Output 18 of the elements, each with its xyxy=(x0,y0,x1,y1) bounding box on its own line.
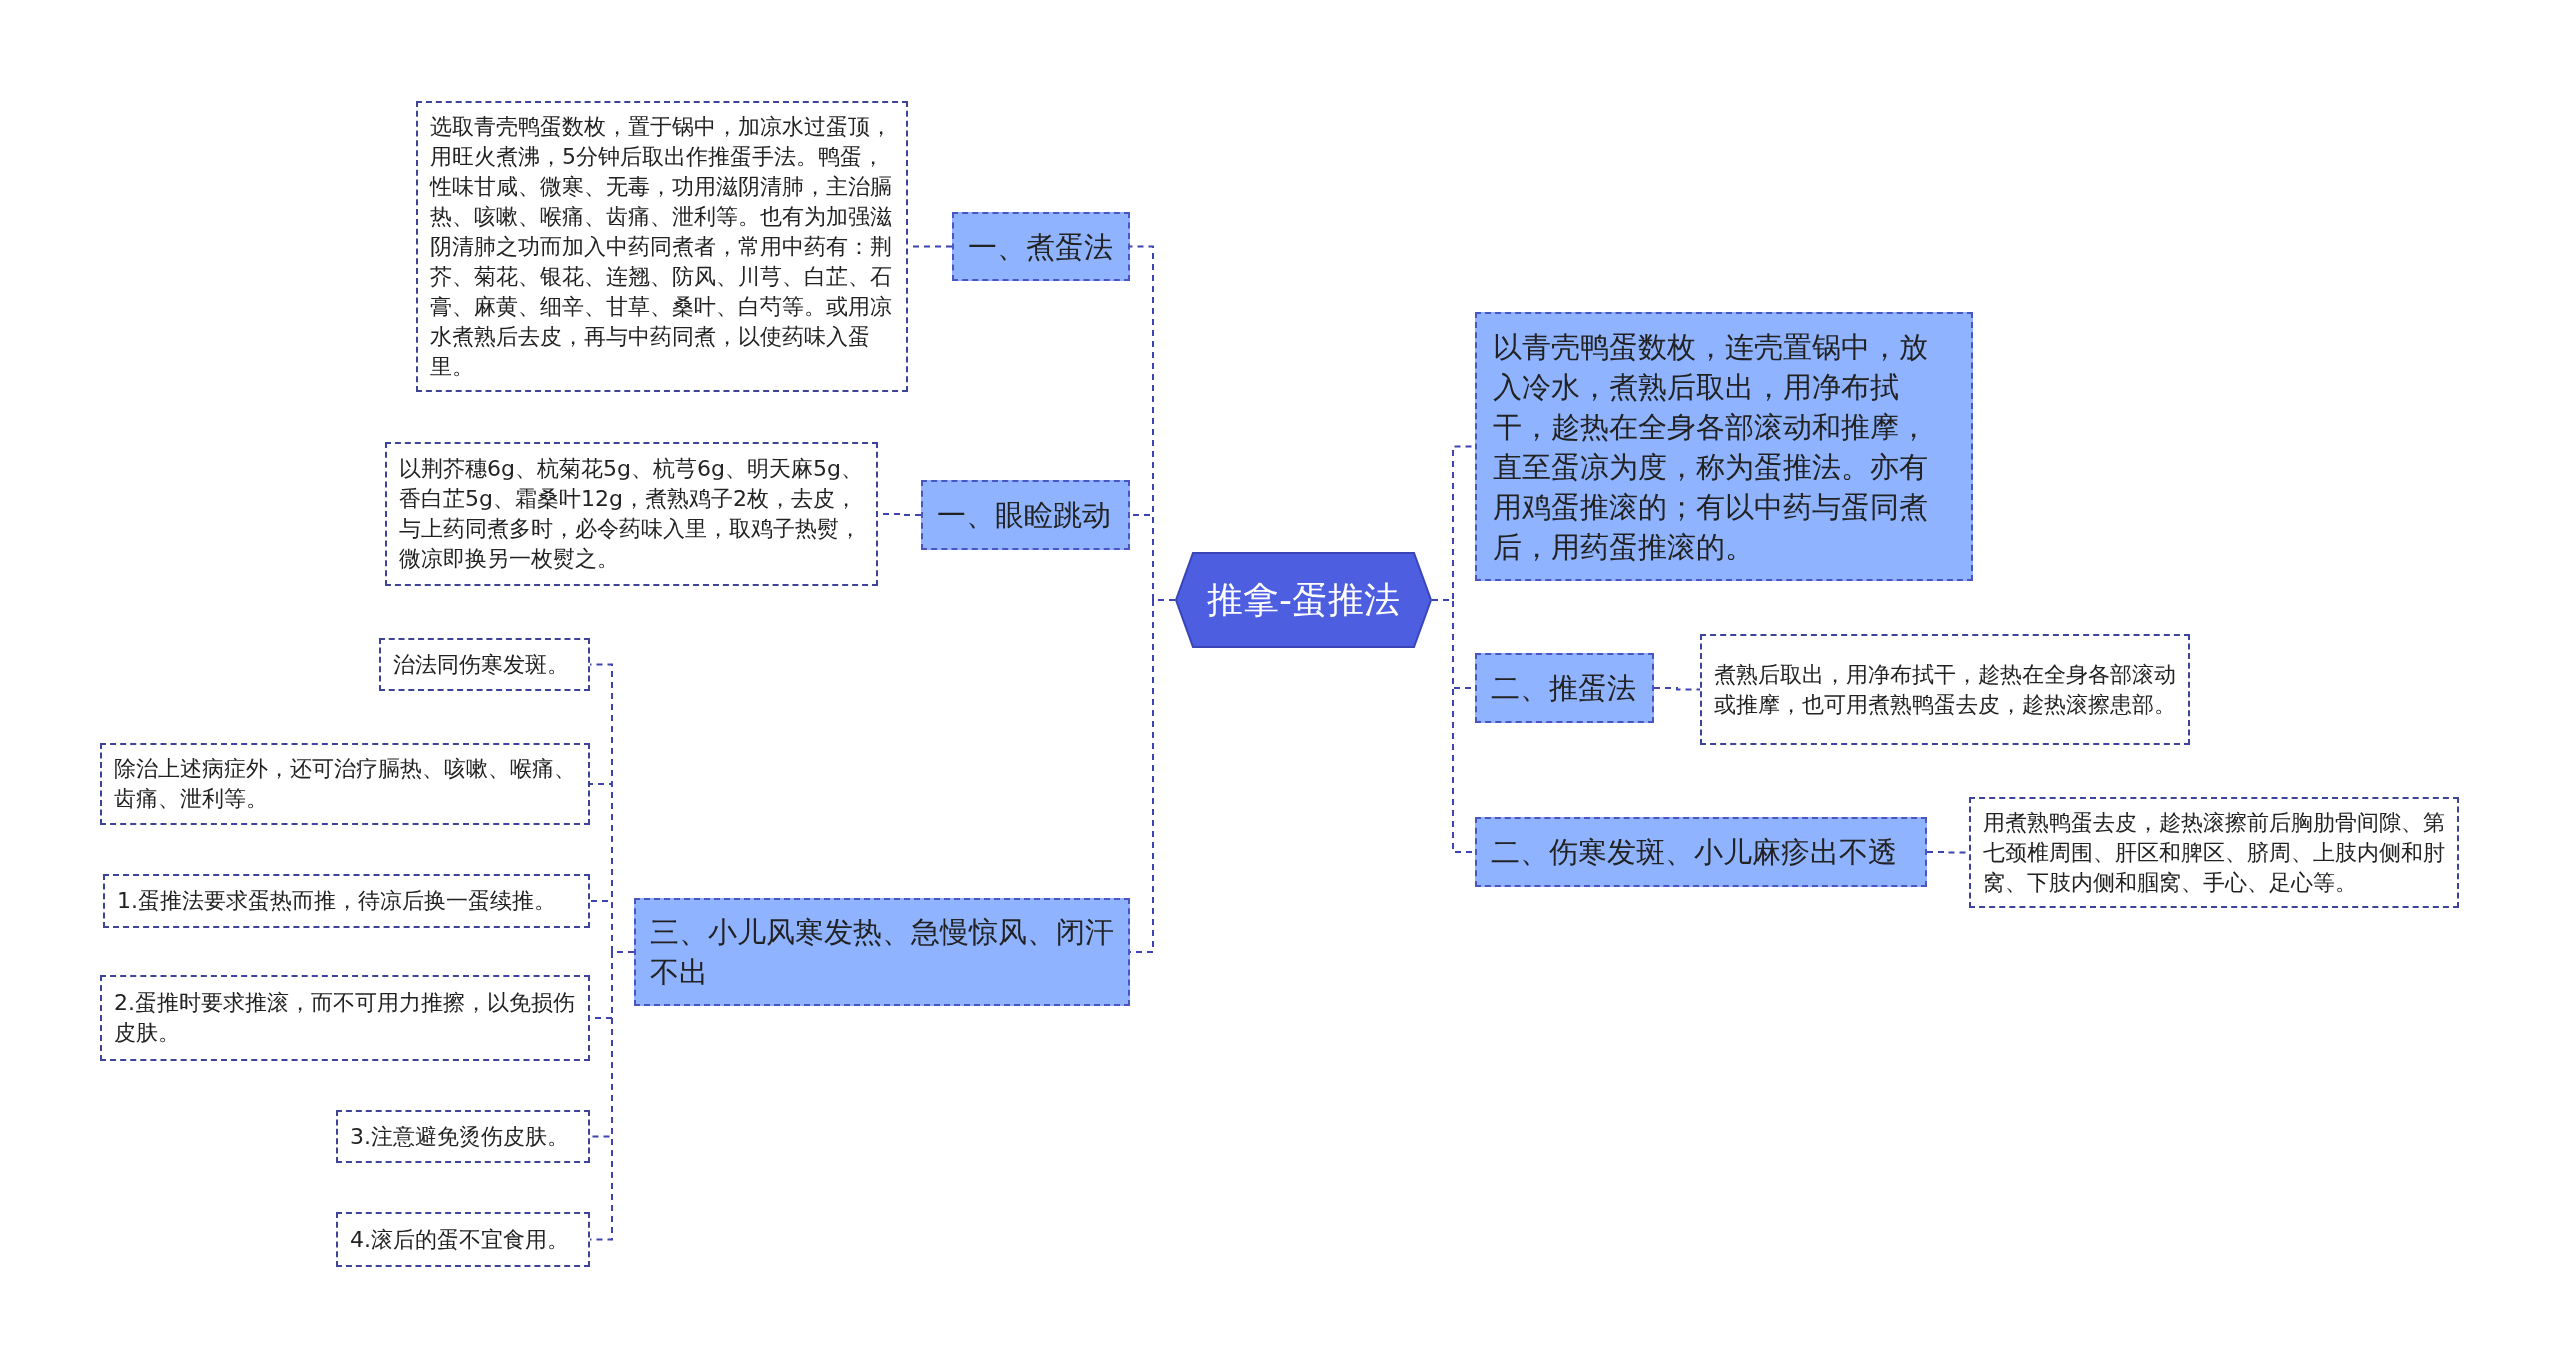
topic-box: 一、煮蛋法 xyxy=(952,212,1130,281)
note-box: 除治上述病症外，还可治疗膈热、咳嗽、喉痛、齿痛、泄利等。 xyxy=(100,743,590,825)
topic-box: 一、眼睑跳动 xyxy=(921,480,1130,550)
topic-box: 以青壳鸭蛋数枚，连壳置锅中，放入冷水，煮熟后取出，用净布拭干，趁热在全身各部滚动和推摩，直至蛋凉为度，称为蛋推法。亦有用鸡蛋推滚的；有以中药与蛋同煮后，用药蛋推滚的。 xyxy=(1475,312,1973,581)
note-box: 治法同伤寒发斑。 xyxy=(379,638,590,691)
topic-box: 二、推蛋法 xyxy=(1475,653,1654,723)
topic-box: 二、伤寒发斑、小儿麻疹出不透 xyxy=(1475,817,1927,887)
note-box: 以荆芥穗6g、杭菊花5g、杭芎6g、明天麻5g、香白芷5g、霜桑叶12g，煮熟鸡子2枚，去皮，与上药同煮多时，必令药味入里，取鸡子热熨，微凉即换另一枚熨之。 xyxy=(385,442,878,586)
note-box: 2.蛋推时要求推滚，而不可用力推擦，以免损伤皮肤。 xyxy=(100,975,590,1061)
note-box: 1.蛋推法要求蛋热而推，待凉后换一蛋续推。 xyxy=(103,874,590,928)
topic-hexagon: 推拿-蛋推法 xyxy=(1175,552,1432,648)
note-box: 用煮熟鸭蛋去皮，趁热滚擦前后胸肋骨间隙、第七颈椎周围、肝区和脾区、脐周、上肢内侧和肘窝、下肢内侧和腘窝、手心、足心等。 xyxy=(1969,797,2459,908)
connector xyxy=(1653,687,1701,691)
note-box: 4.滚后的蛋不宜食用。 xyxy=(336,1212,590,1267)
note-box: 煮熟后取出，用净布拭干，趁热在全身各部滚动或推摩，也可用煮熟鸭蛋去皮，趁热滚擦患部。 xyxy=(1700,634,2190,745)
topic-box: 三、小儿风寒发热、急慢惊风、闭汗不出 xyxy=(634,898,1130,1006)
note-box: 选取青壳鸭蛋数枚，置于锅中，加凉水过蛋顶，用旺火煮沸，5分钟后取出作推蛋手法。鸭蛋，性味甘咸、微寒、无毒，功用滋阴清肺，主治膈热、咳嗽、喉痛、齿痛、泄利等。也有为加强滋阴清肺之功而加入中药同煮者，常用中药有：荆芥、菊花、银花、连翘、防风、川芎、白芷、石膏、麻黄、细辛、甘草、桑叶、白芍等。或用凉水煮熟后去皮，再与中药同煮，以使药味入蛋里。 xyxy=(416,101,908,392)
note-box: 3.注意避免烫伤皮肤。 xyxy=(336,1110,590,1163)
